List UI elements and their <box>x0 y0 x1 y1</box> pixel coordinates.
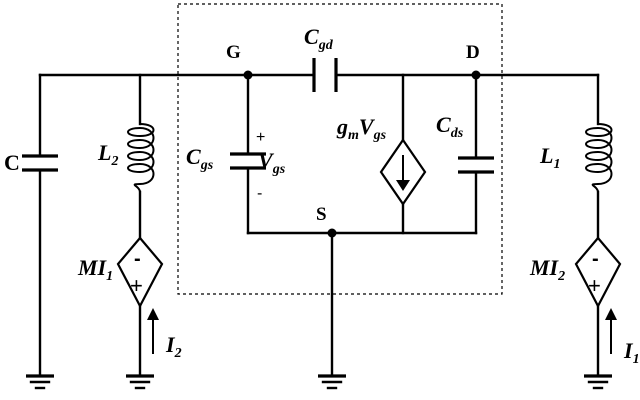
current-arrow-i2 <box>147 308 159 354</box>
mi2-plus-sign: + <box>588 273 601 298</box>
inductor-l2 <box>127 73 155 240</box>
l2-label: L2 <box>97 140 118 169</box>
ground-symbol <box>126 374 154 390</box>
mi1-plus-sign: + <box>130 273 143 298</box>
ground-symbol <box>318 374 346 390</box>
cds-label: Cds <box>436 112 464 141</box>
capacitor-c <box>22 73 58 378</box>
mi1-label: MI1 <box>77 255 113 284</box>
gate-label: G <box>226 42 241 63</box>
l1-label: L1 <box>539 143 560 172</box>
current-arrow-i1 <box>605 308 617 354</box>
cgs-label: Cgs <box>186 144 214 173</box>
inductor-l1 <box>585 73 613 240</box>
capacitor-c-label: C <box>4 150 20 175</box>
drain-junction-dot <box>471 70 481 80</box>
current-source-gm-vgs <box>379 73 427 235</box>
cgd-label: Cgd <box>304 24 334 53</box>
dependent-source-mi1 <box>116 236 164 378</box>
vgs-plus-sign: + <box>256 129 265 146</box>
i1-label: I1 <box>623 338 640 367</box>
ground-symbol <box>584 374 612 390</box>
mi1-minus-sign: - <box>134 248 141 270</box>
gate-junction-dot <box>243 70 253 80</box>
mi2-minus-sign: - <box>592 248 599 270</box>
i2-label: I2 <box>165 332 182 361</box>
source-rail-wires <box>246 231 478 378</box>
gm-vgs-label: gmVgs <box>336 114 387 143</box>
drain-label: D <box>466 42 480 63</box>
vgs-label: Vgs <box>258 148 286 177</box>
capacitor-cgs <box>230 73 266 235</box>
mi2-label: MI2 <box>529 255 565 284</box>
ground-symbol <box>26 374 54 390</box>
dependent-source-mi2 <box>574 236 622 378</box>
capacitor-cds <box>458 73 494 235</box>
source-junction-dot <box>327 228 337 238</box>
transistor-model-boundary <box>177 3 503 295</box>
vgs-minus-sign: - <box>257 185 262 202</box>
capacitor-cgd <box>312 58 338 92</box>
source-label: S <box>316 204 327 225</box>
